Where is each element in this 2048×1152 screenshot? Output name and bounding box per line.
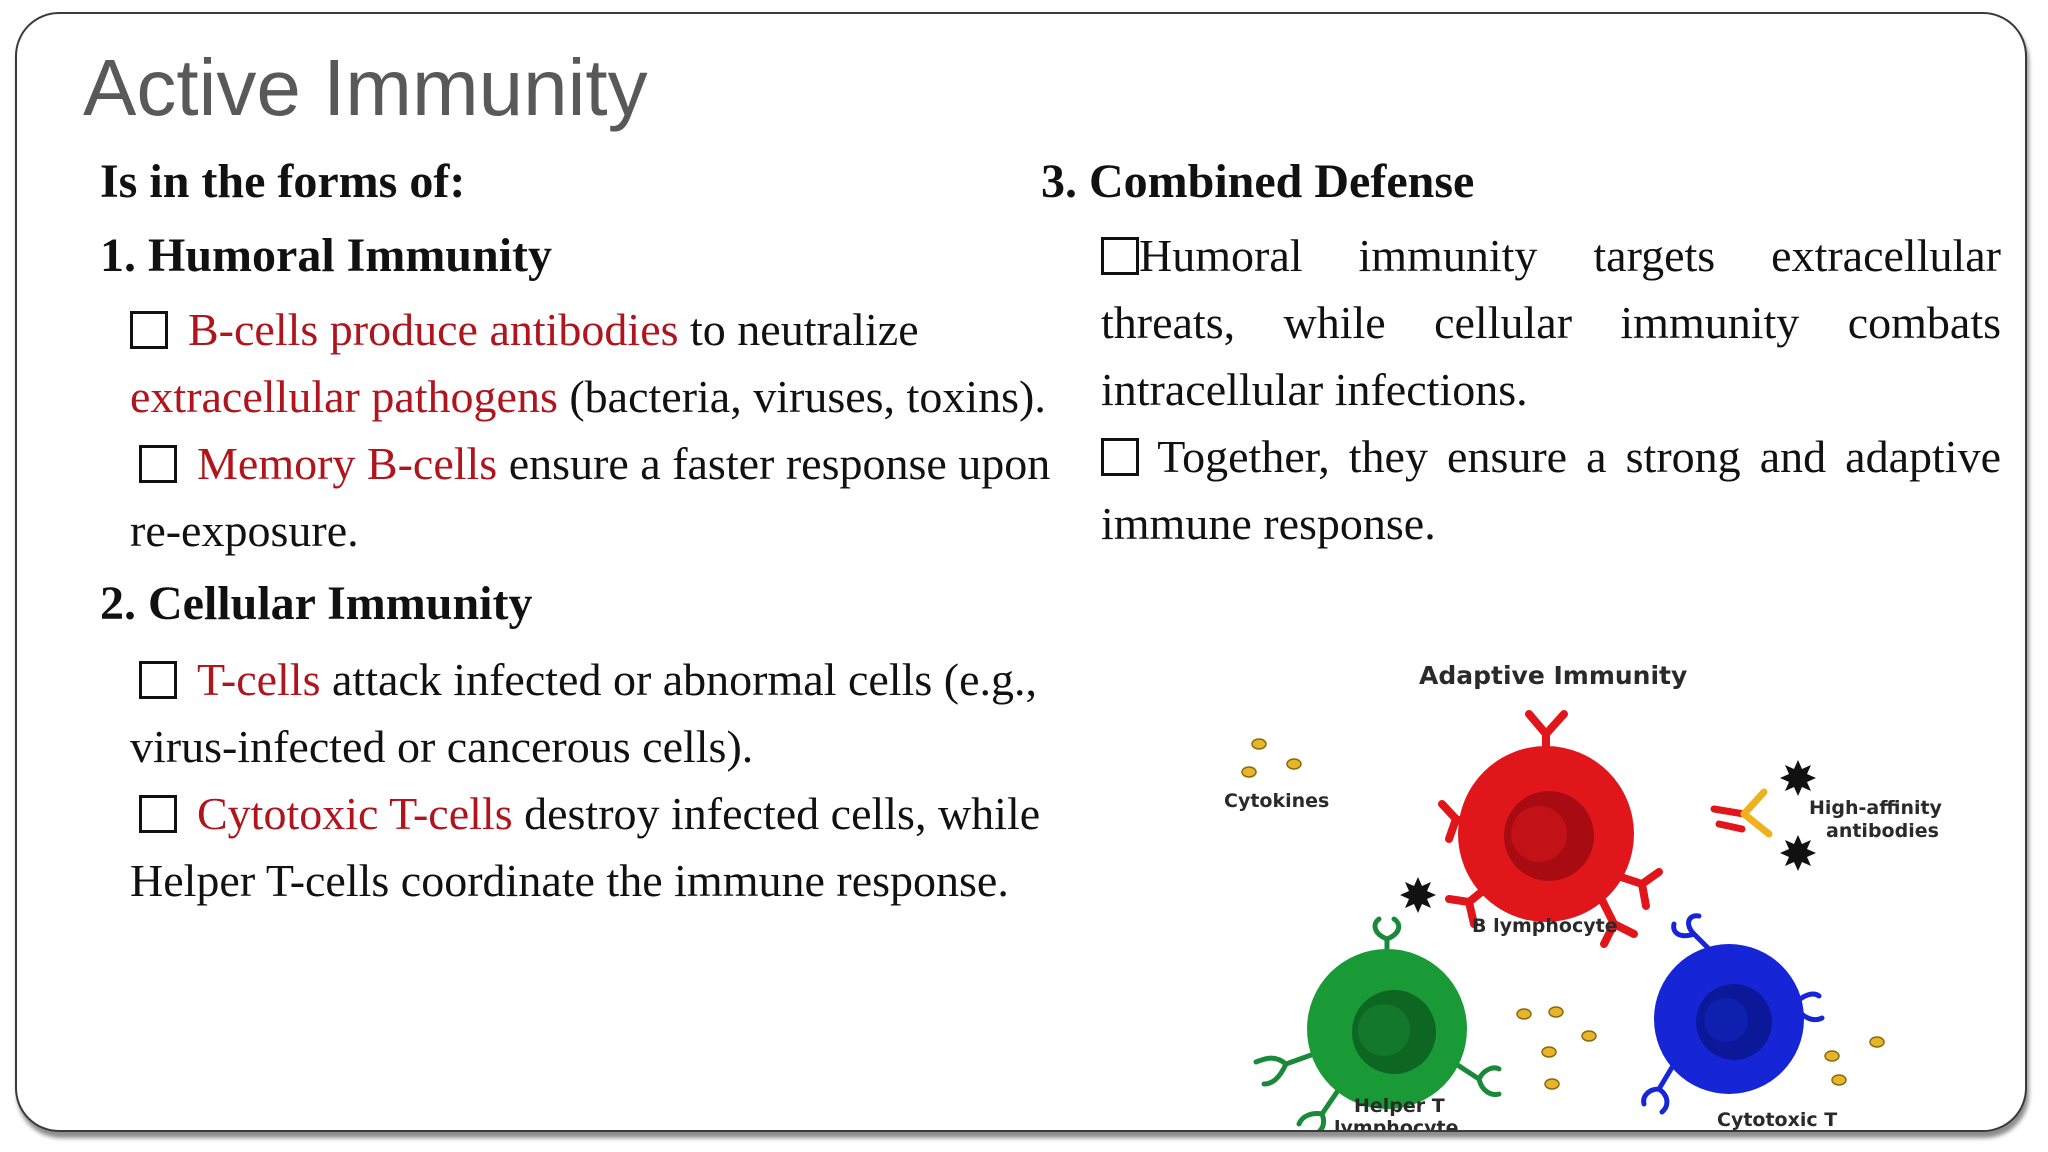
slide-title: Active Immunity [83,43,648,132]
antibody-icon [1710,788,1773,838]
cellular-bullet-2: Cytotoxic T-cells destroy infected cells… [100,780,1055,914]
antibodies-label-line1: High-affinity [1809,797,1943,819]
cellular-bullet-1: T-cells attack infected or abnormal cell… [100,646,1055,780]
cytotoxic-t-lymphocyte-icon [1641,913,1825,1115]
highlight-text: Memory B-cells [197,438,498,489]
body-text: Humoral immunity targets extracellular t… [1101,230,2001,415]
combined-bullet-1: Humoral immunity targets extracellular t… [1041,222,2001,423]
antibodies-label-line2: antibodies [1826,820,1939,842]
checkbox-icon [1101,237,1139,275]
diagram-title: Adaptive Immunity [1419,661,1687,690]
cytokine-dots-right [1824,1036,1885,1086]
highlight-text: T-cells [197,654,321,705]
humoral-bullet-1: B-cells produce antibodies to neutralize… [100,296,1055,430]
highlight-text: B-cells produce antibodies [188,304,679,355]
combined-bullet-2: Together, they ensure a strong and adapt… [1041,423,2001,557]
body-text: (bacteria, viruses, toxins). [557,371,1046,422]
body-text: Together, they ensure a strong and adapt… [1101,431,2001,549]
helper-t-label-line1: Helper T [1354,1095,1445,1117]
helper-t-lymphocyte-icon [1253,916,1502,1130]
checkbox-icon [139,445,177,483]
forms-intro-heading: Is in the forms of: [100,155,466,208]
highlight-text: Cytotoxic T-cells [197,788,513,839]
right-column: 3. Combined Defense Humoral immunity tar… [1041,152,2001,557]
helper-t-label-line2: lymphocyte [1334,1117,1459,1132]
combined-defense-heading: 3. Combined Defense [1041,155,1475,208]
slide: Active Immunity Is in the forms of: 1. H… [15,12,2027,1132]
checkbox-icon [139,795,177,833]
body-text: destroy infected cells, while Helper T-c… [130,788,1041,906]
body-text: attack infected or abnormal cells (e.g.,… [130,654,1038,772]
humoral-heading: 1. Humoral Immunity [100,229,553,282]
cytotoxic-t-label-line1: Cytotoxic T [1717,1109,1837,1131]
left-column: Is in the forms of: 1. Humoral Immunity … [100,152,1055,914]
adaptive-immunity-diagram: Adaptive Immunity Cytokines [1194,634,1999,1132]
cytotoxic-t-label-line2: lymphocyte [1710,1131,1835,1132]
diagram-svg: Adaptive Immunity Cytokines [1224,661,1943,1132]
body-text: to neutralize [678,304,919,355]
cellular-heading: 2. Cellular Immunity [100,577,533,630]
highlight-text: extracellular pathogens [130,371,558,422]
checkbox-icon [130,311,168,349]
cytokines-label: Cytokines [1224,790,1329,812]
cytokine-dots-top-left [1241,738,1302,778]
b-lymphocyte-icon [1438,710,1663,948]
pathogen-icons [1400,760,1816,913]
humoral-bullet-2: Memory B-cells ensure a faster response … [100,430,1055,564]
checkbox-icon [139,661,177,699]
body-text: ensure a faster response upon re-exposur… [130,438,1051,556]
b-lymphocyte-label: B lymphocyte [1472,915,1618,937]
cytokine-dots-center [1516,1006,1597,1090]
checkbox-icon [1101,438,1139,476]
